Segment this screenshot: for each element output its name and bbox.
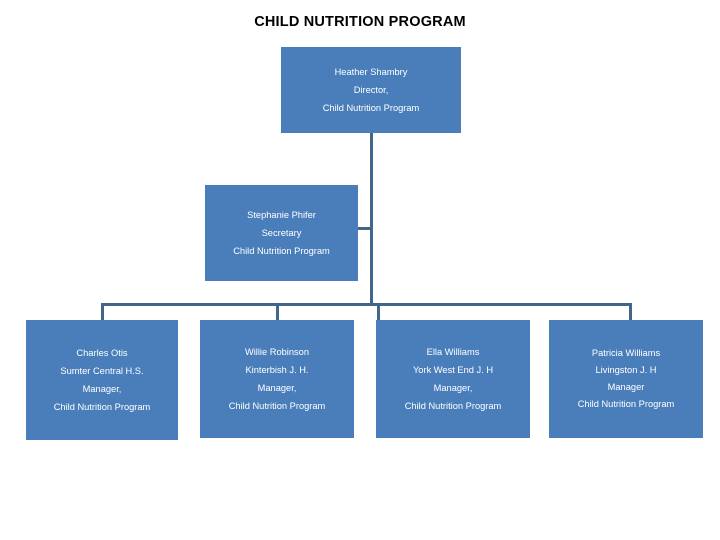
org-node-manager-2[interactable]: Willie Robinson Kinterbish J. H. Manager… — [200, 320, 354, 438]
node-name: Ella Williams — [426, 347, 480, 357]
node-site: York West End J. H — [412, 365, 494, 375]
connector-drop-manager-3 — [377, 303, 380, 321]
node-department: Child Nutrition Program — [228, 401, 326, 411]
org-node-secretary[interactable]: Stephanie Phifer Secretary Child Nutriti… — [205, 185, 358, 281]
node-department: Child Nutrition Program — [233, 246, 330, 256]
node-site: Kinterbish J. H. — [245, 365, 309, 375]
connector-drop-manager-2 — [276, 303, 279, 321]
connector-drop-manager-4 — [629, 303, 632, 321]
node-name: Stephanie Phifer — [247, 210, 316, 220]
node-department: Child Nutrition Program — [322, 103, 420, 113]
connector-stub-secretary — [357, 227, 371, 230]
node-site: Sumter Central H.S. — [60, 366, 144, 376]
node-site: Livingston J. H — [595, 365, 657, 375]
page-title: CHILD NUTRITION PROGRAM — [254, 14, 466, 30]
node-name: Heather Shambry — [334, 67, 408, 77]
node-name: Charles Otis — [76, 348, 128, 358]
node-title: Manager, — [82, 384, 122, 394]
connector-drop-manager-1 — [101, 303, 104, 321]
node-department: Child Nutrition Program — [53, 402, 151, 412]
node-department: Child Nutrition Program — [404, 401, 502, 411]
org-node-manager-1[interactable]: Charles Otis Sumter Central H.S. Manager… — [26, 320, 178, 440]
node-name: Willie Robinson — [244, 347, 310, 357]
connector-bus-managers — [101, 303, 632, 306]
org-node-manager-3[interactable]: Ella Williams York West End J. H Manager… — [376, 320, 530, 438]
node-name: Patricia Williams — [591, 348, 661, 358]
node-title: Manager, — [433, 383, 473, 393]
org-node-manager-4[interactable]: Patricia Williams Livingston J. H Manage… — [549, 320, 703, 438]
node-title: Manager, — [257, 383, 297, 393]
node-department: Child Nutrition Program — [577, 399, 675, 409]
node-title: Manager — [607, 382, 645, 392]
node-title: Director, — [353, 85, 389, 95]
node-title: Secretary — [261, 228, 302, 238]
org-node-director[interactable]: Heather Shambry Director, Child Nutritio… — [281, 47, 461, 133]
connector-trunk-director — [370, 133, 373, 305]
